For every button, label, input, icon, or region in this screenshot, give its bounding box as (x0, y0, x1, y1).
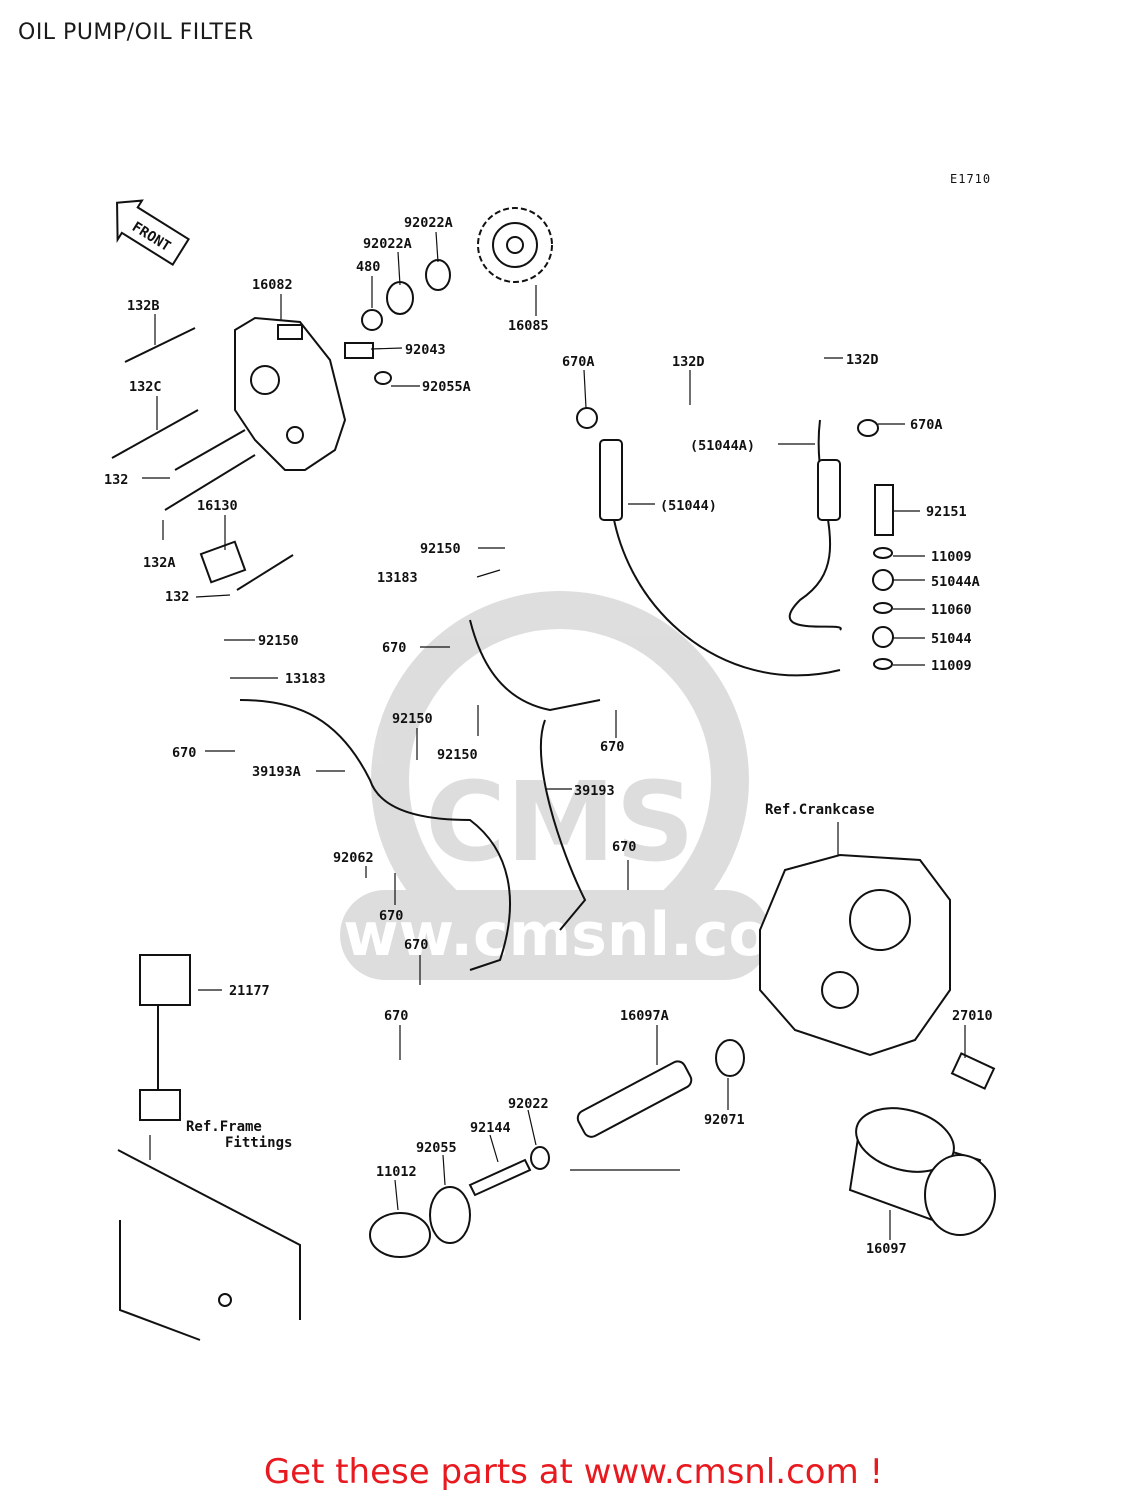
callout-39193[interactable]: 39193 (574, 783, 615, 799)
callout-132B[interactable]: 132B (127, 298, 160, 314)
callout-670[interactable]: 670 (382, 640, 406, 656)
ref-frame-fittings-label: Fittings (225, 1135, 292, 1151)
callout-92150[interactable]: 92150 (420, 541, 461, 557)
oil-pressure-switch-icon (950, 1052, 996, 1090)
page-title: OIL PUMP/OIL FILTER (18, 20, 254, 45)
oil-pump-body (234, 316, 347, 471)
callout-670[interactable]: 670 (172, 745, 196, 761)
watermark-text: www.cmsnl.com (288, 900, 832, 970)
callout-51044[interactable]: 51044 (931, 631, 972, 647)
relay-icon (139, 954, 191, 1121)
callout-132A[interactable]: 132A (143, 555, 176, 571)
callout-92022[interactable]: 92022 (508, 1096, 549, 1112)
callout-92043[interactable]: 92043 (405, 342, 446, 358)
front-arrow-icon: FRONT (116, 199, 190, 266)
oil-filter-parts (369, 1039, 745, 1258)
callout-92022A[interactable]: 92022A (404, 215, 453, 231)
promo-link[interactable]: Get these parts at www.cmsnl.com ! (263, 1452, 884, 1492)
ref-frame-label: Ref.Frame (186, 1119, 262, 1135)
callout-92151[interactable]: 92151 (926, 504, 967, 520)
callout-92055A[interactable]: 92055A (422, 379, 471, 395)
callout-132D[interactable]: 132D (846, 352, 879, 368)
callout-11009[interactable]: 11009 (931, 658, 972, 674)
oil-filter-icon (848, 1107, 996, 1236)
callout-51044-paren[interactable]: (51044) (660, 498, 717, 514)
diagram-code: E1710 (950, 172, 992, 186)
callout-16085[interactable]: 16085 (508, 318, 549, 334)
callout-670[interactable]: 670 (612, 839, 636, 855)
callout-11060[interactable]: 11060 (931, 602, 972, 618)
oil-pipes (239, 419, 842, 971)
callout-92150[interactable]: 92150 (392, 711, 433, 727)
callout-21177[interactable]: 21177 (229, 983, 270, 999)
callout-92062[interactable]: 92062 (333, 850, 374, 866)
callout-92071[interactable]: 92071 (704, 1112, 745, 1128)
callout-13183[interactable]: 13183 (377, 570, 418, 586)
callout-51044A-paren[interactable]: (51044A) (690, 438, 755, 454)
pump-gear-icon (477, 207, 553, 283)
frame-fittings-outline (117, 1149, 301, 1341)
callout-92055[interactable]: 92055 (416, 1140, 457, 1156)
leader-lines (142, 231, 966, 1240)
callout-16082[interactable]: 16082 (252, 277, 293, 293)
callout-670[interactable]: 670 (404, 937, 428, 953)
callout-16097A[interactable]: 16097A (620, 1008, 669, 1024)
callout-16097[interactable]: 16097 (866, 1241, 907, 1257)
callout-132[interactable]: 132 (104, 472, 128, 488)
callout-92150[interactable]: 92150 (258, 633, 299, 649)
callout-670A[interactable]: 670A (910, 417, 943, 433)
callout-16130[interactable]: 16130 (197, 498, 238, 514)
callout-132[interactable]: 132 (165, 589, 189, 605)
crankcase-section (759, 853, 951, 1057)
callout-670A[interactable]: 670A (562, 354, 595, 370)
callout-670[interactable]: 670 (600, 739, 624, 755)
callout-92022A[interactable]: 92022A (363, 236, 412, 252)
callout-92144[interactable]: 92144 (470, 1120, 511, 1136)
banjo-fittings (576, 407, 894, 670)
pump-small-parts (199, 259, 451, 584)
callout-132D[interactable]: 132D (672, 354, 705, 370)
part-callouts: 92022A 92022A 480 16082 132B 16085 92043… (104, 215, 993, 1257)
callout-39193A[interactable]: 39193A (252, 764, 301, 780)
watermark-logo: CMS (425, 758, 694, 886)
callout-13183[interactable]: 13183 (285, 671, 326, 687)
callout-11009[interactable]: 11009 (931, 549, 972, 565)
callout-51044A[interactable]: 51044A (931, 574, 980, 590)
callout-11012[interactable]: 11012 (376, 1164, 417, 1180)
callout-92150[interactable]: 92150 (437, 747, 478, 763)
watermark: CMS www.cmsnl.com (288, 591, 832, 980)
callout-480[interactable]: 480 (356, 259, 380, 275)
callout-132C[interactable]: 132C (129, 379, 162, 395)
bolts (111, 327, 294, 591)
callout-27010[interactable]: 27010 (952, 1008, 993, 1024)
callout-670[interactable]: 670 (379, 908, 403, 924)
ref-crankcase-label: Ref.Crankcase (765, 802, 875, 818)
callout-670[interactable]: 670 (384, 1008, 408, 1024)
